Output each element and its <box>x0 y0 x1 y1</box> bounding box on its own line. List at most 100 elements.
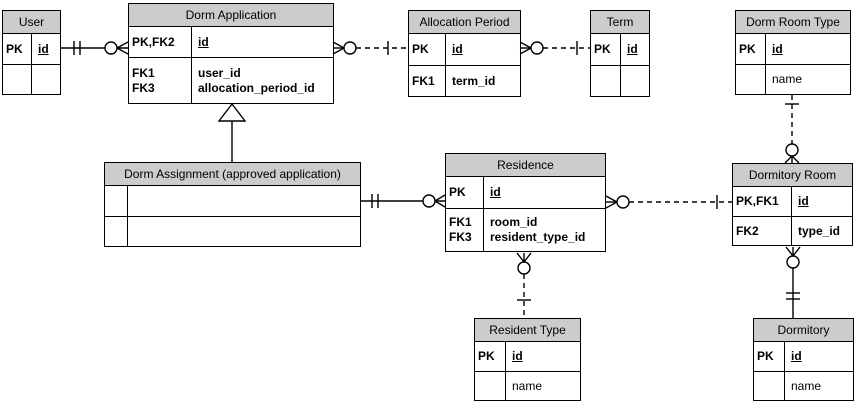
crow-foot-icon <box>785 246 801 257</box>
key-cell: PK <box>591 34 621 65</box>
attr-cell: name <box>772 72 803 86</box>
key-cell <box>736 65 766 94</box>
zero-cardinality-icon <box>530 41 544 55</box>
zero-cardinality-icon <box>517 261 531 275</box>
entity-dormitory[interactable]: Dormitory PK id name <box>753 318 854 401</box>
entity-row: FK2 type_id <box>733 216 852 245</box>
entity-title: Residence <box>446 154 605 177</box>
zero-cardinality-icon <box>785 143 799 157</box>
entity-title: Dormitory Room <box>733 164 852 187</box>
entity-row <box>3 64 60 94</box>
entity-title: Dorm Assignment (approved application) <box>105 163 360 186</box>
entity-resident-type[interactable]: Resident Type PK id name <box>474 318 581 401</box>
entity-residence[interactable]: Residence PK id FK1 FK3 room_id resident… <box>445 153 606 252</box>
key-cell <box>754 372 785 400</box>
entity-row: FK1 FK3 user_id allocation_period_id <box>129 57 333 103</box>
zero-cardinality-icon <box>422 194 436 208</box>
entity-title: Dorm Application <box>129 4 333 27</box>
entity-dorm-room-type[interactable]: Dorm Room Type PK id name <box>735 10 851 95</box>
key-cell: FK2 <box>733 217 792 245</box>
attr-cell: id <box>198 34 209 49</box>
key-cell: PK <box>736 34 766 64</box>
entity-row <box>105 216 360 246</box>
entity-title: User <box>3 11 60 34</box>
key-cell: PK,FK1 <box>733 187 792 216</box>
attr-cell: id <box>452 42 463 56</box>
attr-cell: id <box>490 185 501 199</box>
entity-dorm-assignment[interactable]: Dorm Assignment (approved application) <box>104 162 361 247</box>
entity-row: PK,FK2 id <box>129 27 333 57</box>
key-cell: PK <box>446 177 484 208</box>
attr-cell: name <box>791 378 822 393</box>
attr-cell: user_id allocation_period_id <box>198 65 315 95</box>
entity-row: PK id <box>754 342 853 371</box>
entity-title: Dormitory <box>754 319 853 342</box>
key-cell: FK1 <box>409 66 446 96</box>
relationship-dorm-room-type-dormitory-room <box>784 95 800 164</box>
attr-cell <box>32 65 60 94</box>
entity-dormitory-room[interactable]: Dormitory Room PK,FK1 id FK2 type_id <box>732 163 853 246</box>
key-cell: PK <box>409 34 446 65</box>
crow-foot-icon <box>784 155 800 164</box>
key-cell: FK1 FK3 <box>446 209 484 251</box>
key-cell <box>591 66 621 96</box>
attr-cell: id <box>38 41 49 56</box>
attr-cell <box>128 186 360 216</box>
zero-cardinality-icon <box>786 255 800 269</box>
one-and-only-one-icon <box>371 194 379 208</box>
attr-cell <box>128 217 360 246</box>
entity-term[interactable]: Term PK id <box>590 10 650 97</box>
entity-row: PK id <box>3 34 60 64</box>
subtype-connector <box>217 102 247 162</box>
key-cell <box>475 372 506 400</box>
entity-row: PK id <box>591 34 649 65</box>
entity-title: Allocation Period <box>409 11 520 34</box>
attr-cell: id <box>798 194 809 208</box>
relationship-residence-dormitory-room <box>605 195 732 209</box>
key-cell: PK <box>3 34 32 64</box>
entity-dorm-application[interactable]: Dorm Application PK,FK2 id FK1 FK3 user_… <box>128 3 334 104</box>
relationship-allocation-period-term <box>519 41 590 55</box>
entity-title: Term <box>591 11 649 34</box>
zero-cardinality-icon <box>616 195 630 209</box>
relationship-residence-resident-type <box>516 252 532 318</box>
key-cell: FK1 FK3 <box>129 58 192 103</box>
key-cell: PK <box>754 342 785 371</box>
key-cell: PK,FK2 <box>129 27 192 57</box>
relationship-dorm-assignment-residence <box>361 194 446 208</box>
relationship-dorm-application-allocation-period <box>332 41 408 55</box>
attr-cell: name <box>512 378 543 393</box>
relationship-user-dorm-application <box>60 41 129 55</box>
attr-cell: id <box>772 41 783 56</box>
entity-user[interactable]: User PK id <box>2 10 61 95</box>
entity-row: PK,FK1 id <box>733 187 852 216</box>
crow-foot-icon <box>434 194 446 208</box>
crow-foot-icon <box>332 41 345 55</box>
entity-row <box>591 65 649 96</box>
entity-row: FK1 term_id <box>409 65 520 96</box>
entity-row: PK id <box>475 342 580 371</box>
entity-row: FK1 FK3 room_id resident_type_id <box>446 208 605 251</box>
entity-row: name <box>736 64 850 94</box>
attr-cell: type_id <box>798 223 841 238</box>
zero-cardinality-icon <box>104 41 118 55</box>
crow-foot-icon <box>519 41 532 55</box>
attr-cell <box>621 66 649 96</box>
entity-row <box>105 186 360 216</box>
entity-row: PK id <box>409 34 520 65</box>
entity-row: PK id <box>446 177 605 208</box>
one-and-only-one-icon <box>73 41 81 55</box>
crow-foot-icon <box>516 252 532 263</box>
entity-row: PK id <box>736 34 850 64</box>
crow-foot-icon <box>605 195 618 209</box>
relationship-dormitory-room-dormitory <box>785 246 801 318</box>
entity-allocation-period[interactable]: Allocation Period PK id FK1 term_id <box>408 10 521 97</box>
key-cell: PK <box>475 342 506 371</box>
attr-cell: term_id <box>452 73 496 88</box>
attr-cell: id <box>627 42 638 56</box>
one-and-only-one-icon <box>786 292 800 300</box>
key-cell <box>105 217 128 246</box>
attr-cell: id <box>512 349 523 363</box>
key-cell <box>105 186 128 216</box>
entity-title: Dorm Room Type <box>736 11 850 34</box>
